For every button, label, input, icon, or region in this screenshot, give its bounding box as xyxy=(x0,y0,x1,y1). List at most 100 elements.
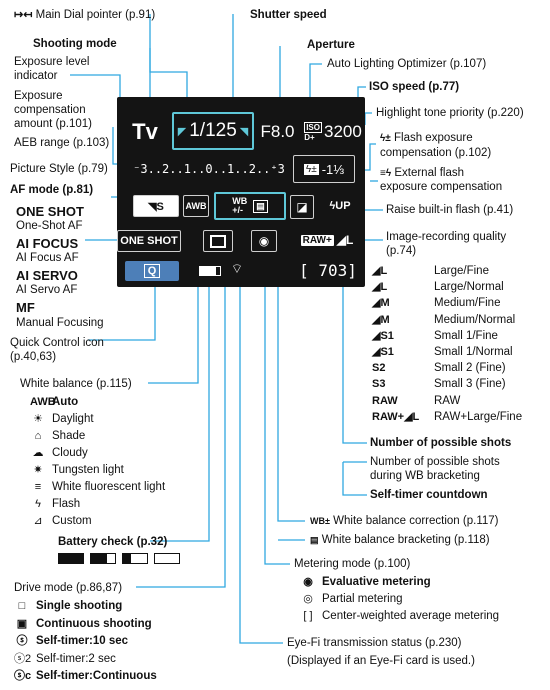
drive-title: Drive mode (p.86,87) xyxy=(14,582,123,594)
quick-control-label-2: (p.40,63) xyxy=(10,351,57,363)
exposure-level-scale: ⁻3..2..1..0..1..2..⁺3 xyxy=(133,162,285,176)
wb-bracket-screen-icon: ▤ xyxy=(253,199,268,213)
wb-icon: ⌂ xyxy=(34,430,42,442)
drive-mode-screen-icon xyxy=(203,230,233,252)
shooting-mode-value: Tv xyxy=(132,119,158,144)
quality-item: ◢S1 Small 1/Normal xyxy=(372,345,513,359)
quality-symbol: ◢M xyxy=(372,313,390,326)
wb-item: ☁Cloudy xyxy=(30,446,88,460)
exposure-comp-label-2: compensation xyxy=(14,104,86,116)
wb-correction-icon: WB± xyxy=(310,516,330,526)
quality-symbol: RAW xyxy=(372,394,398,407)
drive-icon: ⓢ2 xyxy=(14,652,32,665)
wb-item-label: Auto xyxy=(52,396,79,408)
awb-screen-value: AWB xyxy=(183,195,209,217)
quality-name: Large/Fine xyxy=(434,265,489,277)
quality-name: Large/Normal xyxy=(434,281,504,294)
iso-badge: ISO D+ xyxy=(304,122,322,142)
quality-symbol: RAW+◢L xyxy=(372,410,420,423)
quality-item: ◢L Large/Normal xyxy=(372,280,504,294)
metering-icon: [ ] xyxy=(303,610,313,622)
af-name-ai-focus: AI Focus AF xyxy=(16,252,79,264)
exposure-comp-label-3: amount (p.101) xyxy=(14,118,92,130)
af-mode-screen-value: ONE SHOT xyxy=(117,230,181,252)
quality-name: Small 1/Fine xyxy=(434,329,498,342)
metering-title: Metering mode (p.100) xyxy=(294,558,411,570)
main-dial-pointer-icon-right: ◥ xyxy=(239,125,249,138)
shots-wb-label-2: during WB bracketing xyxy=(370,470,480,482)
flash-up-value: ϟUP xyxy=(329,200,351,212)
metering-screen-icon: ◉ xyxy=(251,230,277,252)
wb-item-label: Custom xyxy=(52,515,92,527)
quality-symbol: ◢S1 xyxy=(372,346,394,358)
exposure-level-label-2: indicator xyxy=(14,70,58,82)
wb-item-label: White fluorescent light xyxy=(52,481,166,493)
wb-item-label: Cloudy xyxy=(52,447,88,459)
wb-bracketing-icon: ▤ xyxy=(310,535,319,545)
wb-item: ✷Tungsten light xyxy=(30,463,124,477)
af-code-ai-servo: AI SERVO xyxy=(16,268,78,283)
metering-icon: ◎ xyxy=(303,593,313,605)
quality-name: RAW+Large/Fine xyxy=(434,410,523,423)
flash-comp-icon: ϟ± xyxy=(380,133,391,144)
eyefi-title: Eye-Fi transmission status (p.230) xyxy=(287,637,462,649)
quality-item: RAW+◢L RAW+Large/Fine xyxy=(372,410,522,424)
flash-comp-label-2: compensation (p.102) xyxy=(380,147,492,159)
wb-item: AWBAuto xyxy=(30,395,78,409)
wb-shift-icon: WB+/- xyxy=(232,196,248,215)
exposure-level-label-1: Exposure level xyxy=(14,56,90,68)
wb-correction-label: WB± White balance correction (p.117) xyxy=(310,515,499,527)
quality-symbol: ◢L xyxy=(372,265,388,277)
wb-correction-screen: WB+/- ▤ xyxy=(214,192,286,220)
picture-style-icon: ◥S xyxy=(133,195,179,217)
quality-name: Small 1/Normal xyxy=(434,346,513,358)
wb-title: White balance (p.115) xyxy=(20,378,132,390)
self-timer-label: Self-timer countdown xyxy=(370,489,488,501)
af-mode-label: AF mode (p.81) xyxy=(10,184,94,196)
metering-item-label: Center-weighted average metering xyxy=(322,610,500,622)
eyefi-note: (Displayed if an Eye-Fi card is used.) xyxy=(287,655,475,667)
ext-flash-label-2: exposure compensation xyxy=(380,181,503,193)
af-code-one-shot: ONE SHOT xyxy=(16,204,84,219)
quality-symbol: ◢M xyxy=(372,297,390,310)
shooting-mode-label: Shooting mode xyxy=(33,38,117,50)
drive-item-label: Single shooting xyxy=(36,600,123,612)
wb-item: ⊿ Custom xyxy=(30,514,92,528)
raise-flash-label: Raise built-in flash (p.41) xyxy=(386,204,514,216)
drive-item-label: Self-timer:Continuous xyxy=(36,670,157,682)
metering-icon: ◉ xyxy=(303,576,313,588)
htp-label: Highlight tone priority (p.220) xyxy=(376,107,524,119)
wb-item-label: Flash xyxy=(52,498,81,510)
wb-icon: ≡ xyxy=(34,481,42,493)
metering-item-label: Partial metering xyxy=(322,593,403,605)
af-name-mf: Manual Focusing xyxy=(16,317,104,329)
quality-symbol: ◢L xyxy=(372,281,388,294)
metering-item: ◎ Partial metering xyxy=(300,592,403,606)
af-code-mf: MF xyxy=(16,300,35,315)
irq-label-1: Image-recording quality xyxy=(386,231,507,243)
iso-value: ISO D+ 3200 xyxy=(304,122,362,142)
quick-control-button[interactable]: Q xyxy=(125,261,179,281)
main-dial-pointer-icon: ◤ xyxy=(177,125,187,138)
af-name-ai-servo: AI Servo AF xyxy=(16,284,78,296)
alo-label: Auto Lighting Optimizer (p.107) xyxy=(327,58,487,70)
wb-icon: ⊿ xyxy=(33,515,43,527)
af-name-one-shot: One-Shot AF xyxy=(16,220,83,232)
quality-name: Small 3 (Fine) xyxy=(434,378,506,391)
drive-item: ▣Continuous shooting xyxy=(14,617,152,631)
wb-item-label: Tungsten light xyxy=(52,464,124,476)
drive-icon: ▣ xyxy=(16,617,28,630)
drive-item-label: Self-timer:10 sec xyxy=(36,635,129,647)
battery-two-thirds-icon xyxy=(90,553,116,564)
metering-item-label: Evaluative metering xyxy=(322,576,431,588)
shots-wb-label-1: Number of possible shots xyxy=(370,456,500,468)
drive-icon: □ xyxy=(18,600,26,612)
battery-full-icon xyxy=(58,553,84,564)
shutter-speed-label: Shutter speed xyxy=(250,9,327,21)
wb-item-label: Shade xyxy=(52,430,86,442)
flash-comp-label: ϟ± Flash exposure xyxy=(380,132,473,144)
